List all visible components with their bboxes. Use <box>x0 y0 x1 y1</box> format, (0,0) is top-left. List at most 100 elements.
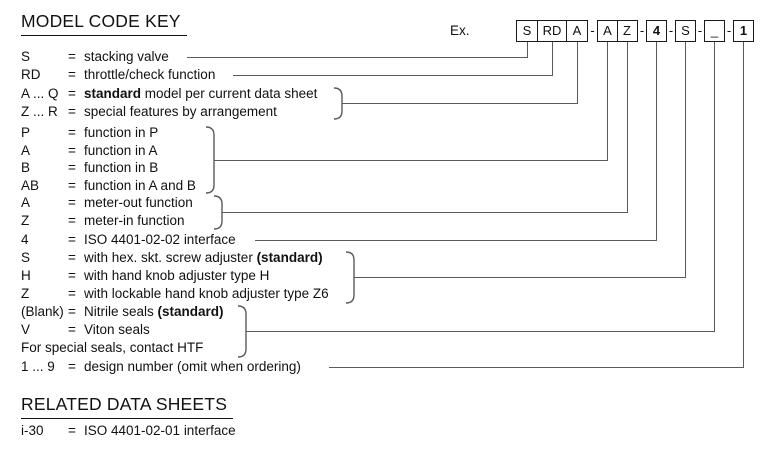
leader-line-vertical <box>576 42 578 103</box>
bold-text: standard <box>84 86 142 101</box>
model-code-box: S <box>516 20 538 42</box>
equals-sign: = <box>68 423 76 438</box>
page-title: MODEL CODE KEY <box>21 11 187 36</box>
code-row: AB = function in A and B <box>0 177 560 195</box>
code-row: Z=meter-in function <box>0 212 560 230</box>
code-description: Viton seals <box>84 322 150 337</box>
brace-icon <box>205 126 215 194</box>
model-code-box: 1 <box>733 20 754 42</box>
brace-icon <box>213 195 223 230</box>
equals-sign: = <box>68 286 76 301</box>
equals-sign: = <box>68 49 76 64</box>
example-label: Ex. <box>450 23 470 38</box>
code-row: A = function in A <box>0 142 560 160</box>
code-value: S <box>21 49 31 64</box>
leader-line-vertical <box>607 42 608 160</box>
code-row: S=stacking valve <box>0 48 560 66</box>
equals-sign: = <box>68 359 76 374</box>
leader-line-horizontal <box>329 367 745 368</box>
equals-sign: = <box>68 250 76 265</box>
code-row: V=Viton seals <box>0 321 560 339</box>
code-value: 1 ... 9 <box>21 359 55 374</box>
code-value: P <box>21 125 31 140</box>
leader-line-vertical <box>526 42 528 57</box>
model-code-box: A <box>566 20 588 42</box>
code-separator: - <box>590 23 595 38</box>
leader-line-vertical <box>714 42 715 331</box>
equals-sign: = <box>68 160 76 175</box>
leader-line-horizontal <box>214 160 609 161</box>
code-row: (Blank)=Nitrile seals (standard) <box>0 303 560 321</box>
code-description: with lockable hand knob adjuster type Z6 <box>84 286 329 301</box>
leader-line-vertical <box>685 42 686 277</box>
group-brace <box>345 251 356 309</box>
leader-line-horizontal <box>246 331 716 332</box>
code-value: i-30 <box>21 423 44 438</box>
group-brace <box>237 305 248 363</box>
code-description: function in P <box>84 125 159 140</box>
code-description: meter-out function <box>84 195 193 210</box>
model-code-box: 4 <box>646 20 667 42</box>
code-description: function in A and B <box>84 178 196 193</box>
equals-sign: = <box>68 213 76 228</box>
code-separator: - <box>726 23 732 38</box>
code-description: Nitrile seals (standard) <box>84 304 224 319</box>
code-value: A <box>21 195 31 210</box>
code-row: S = with hex. skt. screw adjuster (standar… <box>0 249 560 267</box>
equals-sign: = <box>68 232 76 247</box>
leader-line-vertical <box>626 42 628 212</box>
code-value: RD <box>21 67 41 82</box>
equals-sign: = <box>68 178 76 193</box>
model-code-box: RD <box>536 20 568 42</box>
leader-line-vertical <box>551 42 553 75</box>
code-row: P=function in P <box>0 124 560 142</box>
code-description: special features by arrangement <box>84 104 277 119</box>
leader-line-vertical <box>656 42 657 240</box>
leader-line-horizontal <box>233 75 553 76</box>
code-row: Z ... R = special features by arrangement <box>0 103 560 121</box>
equals-sign: = <box>68 304 76 319</box>
code-row: A = meter-out function <box>0 194 560 212</box>
equals-sign: = <box>68 104 76 119</box>
code-description: ISO 4401-02-01 interface <box>84 423 236 438</box>
code-value: A <box>21 143 31 158</box>
equals-sign: = <box>68 67 76 82</box>
model-code-box: S <box>675 20 696 42</box>
code-value: Z ... R <box>21 104 58 119</box>
code-description: function in A <box>84 143 158 158</box>
code-description: with hex. skt. screw adjuster (standard) <box>84 250 323 265</box>
leader-line-horizontal <box>354 277 687 278</box>
code-value: Z <box>21 213 30 228</box>
code-row: B=function in B <box>0 159 560 177</box>
leader-line-vertical <box>743 42 744 367</box>
equals-sign: = <box>68 195 76 210</box>
bold-text: (standard) <box>256 250 323 265</box>
code-row: H=with hand knob adjuster type H <box>0 267 560 285</box>
code-separator: - <box>697 23 703 38</box>
code-description: with hand knob adjuster type H <box>84 268 270 283</box>
equals-sign: = <box>68 143 76 158</box>
code-description: design number (omit when ordering) <box>84 359 301 374</box>
code-row: A ... Q=standard model per current data … <box>0 85 560 103</box>
equals-sign: = <box>68 322 76 337</box>
code-description: ISO 4401-02-02 interface <box>84 232 236 247</box>
equals-sign: = <box>68 268 76 283</box>
code-value: AB <box>21 178 40 193</box>
code-value: S <box>21 250 31 265</box>
equals-sign: = <box>68 86 76 101</box>
code-description: standard model per current data sheet <box>84 86 318 101</box>
model-code-box: _ <box>704 20 725 42</box>
group-brace <box>333 87 344 125</box>
group-brace <box>213 195 224 235</box>
code-description: throttle/check function <box>84 67 216 82</box>
brace-icon <box>345 251 355 304</box>
code-row: RD = throttle/check function <box>0 66 560 84</box>
code-row: Z = with lockable hand knob adjuster type … <box>0 285 560 303</box>
group-brace <box>205 126 216 199</box>
code-row: 1 ... 9 = design number (omit when orderin… <box>0 358 560 376</box>
code-value: Z <box>21 286 30 301</box>
leader-line-horizontal <box>255 240 658 241</box>
code-value: B <box>21 160 31 175</box>
related-data-sheets-title: RELATED DATA SHEETS <box>21 394 234 419</box>
